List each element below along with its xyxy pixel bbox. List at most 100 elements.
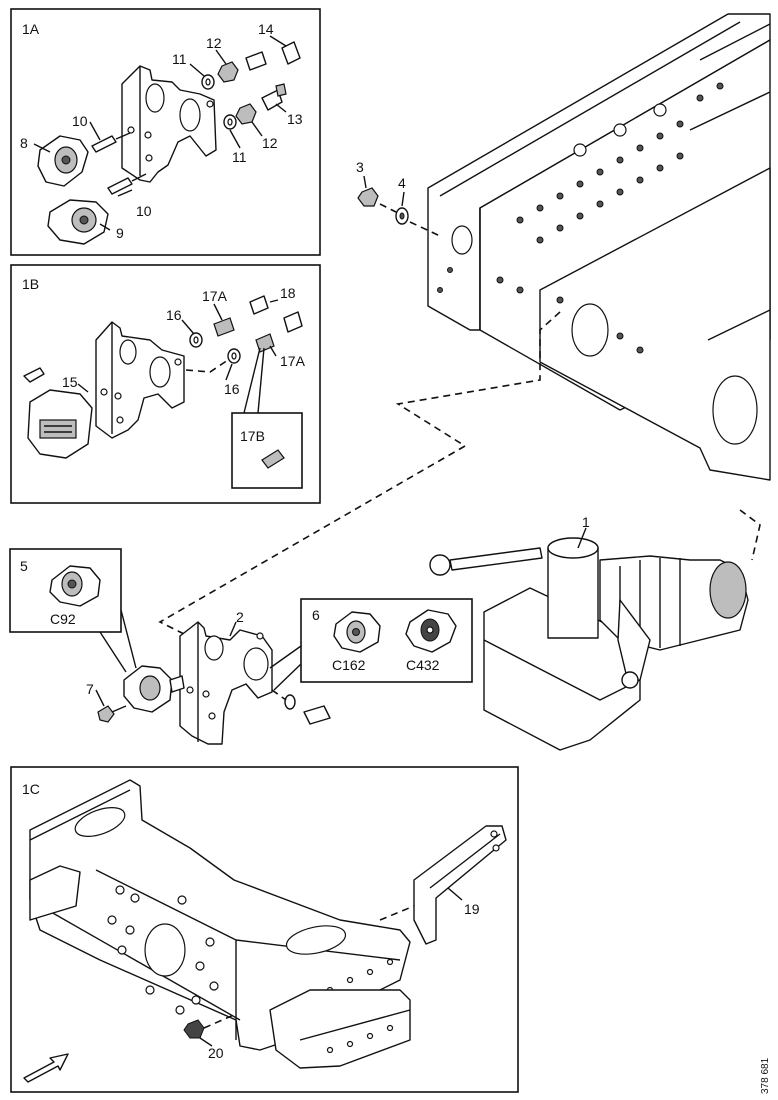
bracket-plate-1a xyxy=(121,65,217,183)
dash-1b xyxy=(185,359,229,373)
nut-20 xyxy=(183,1019,205,1039)
frame-hole-pattern xyxy=(437,82,724,354)
callout-14: 14 xyxy=(258,21,274,37)
socket-15 xyxy=(23,367,93,459)
dash-fastener xyxy=(379,203,441,237)
dash-bracket-19 xyxy=(379,905,415,921)
dash-route-right xyxy=(739,509,761,561)
bracket-19 xyxy=(413,825,507,945)
panel-1b-label: 1B xyxy=(22,276,39,292)
panel-1a-label: 1A xyxy=(22,21,40,37)
leader-inset-6 xyxy=(269,645,302,691)
callout-17b: 17B xyxy=(240,428,265,444)
nut-12-upper xyxy=(217,61,239,83)
frame-crossmember-hole xyxy=(571,303,609,357)
nut-3 xyxy=(357,187,379,207)
screw-7 xyxy=(97,705,127,723)
drawbar-centre-hole xyxy=(144,923,186,977)
bracket-bolt xyxy=(284,694,331,725)
figure-id: 378 681 xyxy=(760,1057,771,1094)
callout-16-lower: 16 xyxy=(224,381,240,397)
callout-1: 1 xyxy=(582,514,590,530)
leader-2 xyxy=(229,621,237,637)
leaders-1a xyxy=(33,35,287,231)
connector-label-c92: C92 xyxy=(50,611,76,627)
inset-17b-frame xyxy=(231,412,303,489)
socket-9 xyxy=(47,199,109,245)
washer-16-upper xyxy=(189,332,203,348)
leaders-1b xyxy=(77,299,279,393)
nut-12-lower xyxy=(235,103,257,125)
fitting-17a-upper xyxy=(213,317,235,337)
callout-8: 8 xyxy=(20,135,28,151)
fitting-13 xyxy=(261,83,287,111)
bolt-10-lower xyxy=(107,173,147,195)
fitting-17a-lower xyxy=(255,333,275,353)
fitting-18-lower xyxy=(283,311,303,333)
leader-7 xyxy=(95,689,105,707)
callout-18: 18 xyxy=(280,285,296,301)
callout-6: 6 xyxy=(312,607,320,623)
socket-assembled xyxy=(123,665,185,713)
callout-2: 2 xyxy=(236,609,244,625)
chassis-frame xyxy=(427,13,771,481)
callout-11-upper: 11 xyxy=(172,51,187,67)
washer-11-lower xyxy=(223,114,237,130)
callout-10-upper: 10 xyxy=(72,113,88,129)
panel-1c: 1C xyxy=(10,766,519,1093)
callout-7: 7 xyxy=(86,681,94,697)
washer-4 xyxy=(395,207,409,225)
callout-9: 9 xyxy=(116,225,124,241)
fitting-18 xyxy=(249,295,269,315)
callout-19: 19 xyxy=(464,901,480,917)
callout-12-lower: 12 xyxy=(262,135,278,151)
callout-12-upper: 12 xyxy=(206,35,222,51)
callout-13: 13 xyxy=(287,111,303,127)
drawbar-beam xyxy=(29,779,411,1051)
connector-c162 xyxy=(333,611,381,653)
washer-16-lower xyxy=(227,348,241,364)
connector-c92 xyxy=(49,565,101,607)
dash-nut-20 xyxy=(203,1013,237,1029)
callout-17a-upper: 17A xyxy=(202,288,228,304)
leader-3 xyxy=(363,175,367,189)
callout-16-upper: 16 xyxy=(166,307,182,323)
callout-3: 3 xyxy=(356,159,364,175)
socket-8 xyxy=(37,135,89,187)
tow-hitch-assembly xyxy=(429,537,749,751)
bracket-plate-1b xyxy=(95,321,185,439)
elbow-17b xyxy=(261,449,285,469)
front-arrow-icon xyxy=(23,1053,69,1083)
leader-4 xyxy=(401,191,405,207)
drawbar-hole-pattern xyxy=(107,885,394,1015)
callout-10-lower: 10 xyxy=(136,203,152,219)
panel-1a: 1A xyxy=(10,8,321,256)
bolt-10-upper xyxy=(91,132,131,153)
leader-20 xyxy=(199,1037,213,1047)
inset-6-frame xyxy=(300,598,473,683)
hitch-body xyxy=(547,547,599,639)
leader-inset-5 xyxy=(99,609,137,673)
leader-1 xyxy=(577,527,587,549)
hitch-handle-knob xyxy=(429,554,451,576)
bracket-2 xyxy=(179,621,273,745)
fitting-upper xyxy=(245,51,267,71)
callout-11-lower: 11 xyxy=(232,149,247,165)
connector-label-c432: C432 xyxy=(406,657,440,673)
panel-1c-frame xyxy=(10,766,519,1093)
leader-to-17b-right xyxy=(257,347,265,414)
hitch-handle xyxy=(449,547,543,571)
inset-5-frame xyxy=(9,548,122,633)
panel-1b: 1B xyxy=(10,264,321,504)
washer-11-upper xyxy=(201,74,215,90)
leader-19 xyxy=(447,887,463,901)
panel-1a-frame xyxy=(10,8,321,256)
panel-1b-frame xyxy=(10,264,321,504)
drawbar-clevis xyxy=(269,989,411,1069)
panel-1c-label: 1C xyxy=(22,781,40,797)
callout-17a-lower: 17A xyxy=(280,353,306,369)
dash-route-main xyxy=(158,311,561,641)
callout-20: 20 xyxy=(208,1045,224,1061)
